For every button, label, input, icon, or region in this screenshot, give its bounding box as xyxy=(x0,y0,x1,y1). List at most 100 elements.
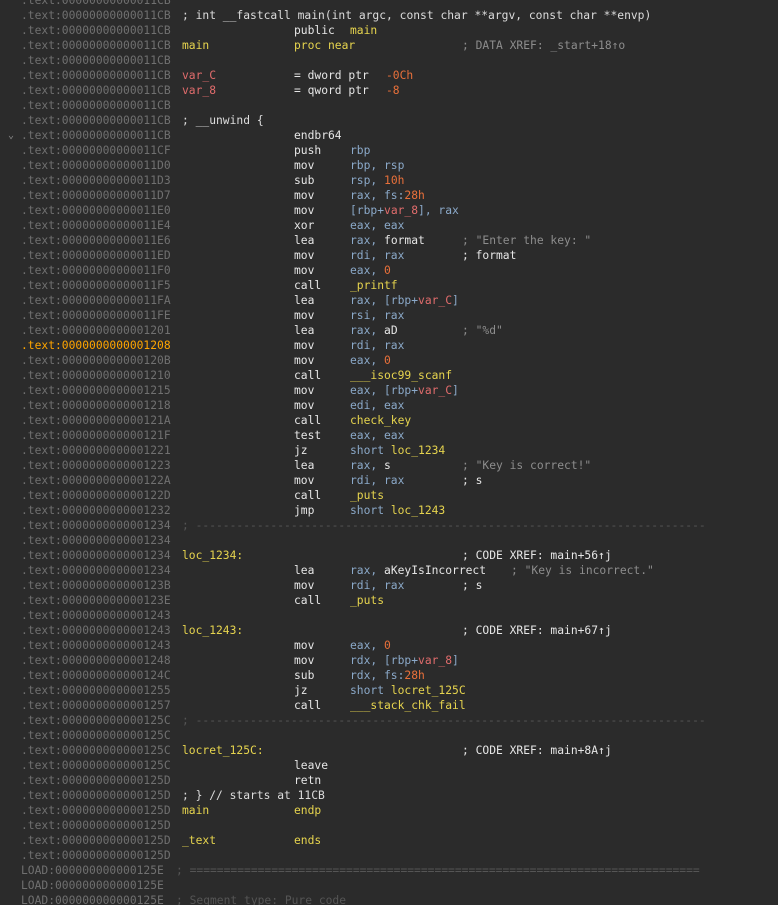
address[interactable]: .text:000000000000124C xyxy=(21,669,171,682)
operands[interactable]: rax, fs:28h xyxy=(350,188,425,203)
mnemonic[interactable]: mov xyxy=(294,309,315,322)
address[interactable]: .text:0000000000001232 xyxy=(21,504,171,517)
address[interactable]: .text:000000000000125C xyxy=(21,759,171,772)
code-label[interactable]: main xyxy=(182,39,210,52)
listing-line[interactable]: .text:00000000000011CB xyxy=(0,53,778,68)
operands[interactable]: ___isoc99_scanf xyxy=(350,368,452,383)
operands[interactable]: main xyxy=(350,23,377,38)
mnemonic[interactable]: call xyxy=(294,369,322,382)
address[interactable]: .text:0000000000001255 xyxy=(21,684,171,697)
operand-symbol[interactable]: ___stack_chk_fail xyxy=(350,699,466,712)
operands[interactable]: rax, s xyxy=(350,458,391,473)
operands[interactable]: [rbp+var_8], rax xyxy=(350,203,459,218)
listing-line[interactable]: .text:000000000000125D xyxy=(0,818,778,833)
operands[interactable]: rdi, rax xyxy=(350,473,404,488)
mnemonic[interactable]: leave xyxy=(294,759,329,772)
mnemonic[interactable]: push xyxy=(294,144,322,157)
operands[interactable]: short locret_125C xyxy=(350,683,466,698)
operand-symbol[interactable]: _puts xyxy=(350,489,385,502)
mnemonic[interactable]: jmp xyxy=(294,504,315,517)
operand-symbol[interactable]: var_C xyxy=(418,294,453,307)
mnemonic[interactable]: mov xyxy=(294,639,315,652)
code-label[interactable]: var_C xyxy=(182,69,217,82)
address[interactable]: .text:00000000000011CB xyxy=(21,114,171,127)
listing-line[interactable]: .text:000000000000125D; } // starts at 1… xyxy=(0,788,778,803)
address[interactable]: .text:0000000000001215 xyxy=(21,384,171,397)
mnemonic[interactable]: lea xyxy=(294,324,315,337)
operands[interactable]: eax, [rbp+var_C] xyxy=(350,383,459,398)
address[interactable]: .text:000000000000125C xyxy=(21,744,171,757)
mnemonic[interactable]: test xyxy=(294,429,322,442)
address[interactable]: .text:00000000000011CB xyxy=(21,69,171,82)
address[interactable]: .text:000000000000125C xyxy=(21,714,171,727)
mnemonic[interactable]: mov xyxy=(294,399,315,412)
operands[interactable]: rdi, rax xyxy=(350,578,404,593)
mnemonic[interactable]: mov xyxy=(294,654,315,667)
address[interactable]: .text:00000000000011CB xyxy=(21,129,171,142)
address[interactable]: .text:0000000000001248 xyxy=(21,654,171,667)
operands[interactable]: eax, 0 xyxy=(350,638,391,653)
operand-symbol[interactable]: aD xyxy=(384,324,398,337)
address[interactable]: .text:00000000000011FE xyxy=(21,309,171,322)
listing-line[interactable]: .text:000000000000125C leave xyxy=(0,758,778,773)
address[interactable]: .text:00000000000011CB xyxy=(21,99,171,112)
operands[interactable]: check_key xyxy=(350,413,411,428)
operands[interactable]: rdi, rax xyxy=(350,338,404,353)
address[interactable]: .text:00000000000011F0 xyxy=(21,264,171,277)
address[interactable]: .text:000000000000125D xyxy=(21,834,171,847)
operands[interactable]: rdi, rax xyxy=(350,248,404,263)
listing-line[interactable]: LOAD:000000000000125E; =================… xyxy=(0,863,778,878)
address[interactable]: .text:000000000000121A xyxy=(21,414,171,427)
operands[interactable]: short loc_1243 xyxy=(350,503,445,518)
address[interactable]: .text:000000000000125D xyxy=(21,804,171,817)
mnemonic[interactable]: public xyxy=(294,24,335,37)
listing-line[interactable]: .text:0000000000001234 xyxy=(0,533,778,548)
operands[interactable]: rsp, 10h xyxy=(350,173,404,188)
operands[interactable]: rbp xyxy=(350,143,370,158)
operand-symbol[interactable]: locret_125C xyxy=(390,684,466,697)
mnemonic[interactable]: xor xyxy=(294,219,315,232)
listing-line[interactable]: .text:0000000000001232 jmp short loc_1243 xyxy=(0,503,778,518)
fold-chevron-icon[interactable]: ⌄ xyxy=(8,130,15,141)
address[interactable]: .text:000000000000125D xyxy=(21,774,171,787)
operands[interactable]: rax, [rbp+var_C] xyxy=(350,293,459,308)
address[interactable]: LOAD:000000000000125E xyxy=(21,864,164,877)
address[interactable]: .text:000000000000122A xyxy=(21,474,171,487)
listing-line[interactable]: .text:0000000000001243 mov eax, 0 xyxy=(0,638,778,653)
mnemonic[interactable]: call xyxy=(294,594,322,607)
mnemonic[interactable]: mov xyxy=(294,339,315,352)
address[interactable]: .text:00000000000011CB xyxy=(21,9,171,22)
address[interactable]: .text:00000000000011CB xyxy=(21,54,171,67)
address[interactable]: LOAD:000000000000125E xyxy=(21,879,164,892)
listing-line[interactable]: LOAD:000000000000125E xyxy=(0,878,778,893)
operands[interactable]: eax, 0 xyxy=(350,263,391,278)
mnemonic[interactable]: call xyxy=(294,279,322,292)
mnemonic[interactable]: = qword ptr xyxy=(294,84,369,97)
operand-symbol[interactable]: var_C xyxy=(418,384,453,397)
operand-symbol[interactable]: _puts xyxy=(350,594,385,607)
address[interactable]: .text:00000000000011ED xyxy=(21,249,171,262)
address[interactable]: .text:0000000000001234 xyxy=(21,534,171,547)
address[interactable]: .text:00000000000011E6 xyxy=(21,234,171,247)
address[interactable]: .text:0000000000001243 xyxy=(21,639,171,652)
